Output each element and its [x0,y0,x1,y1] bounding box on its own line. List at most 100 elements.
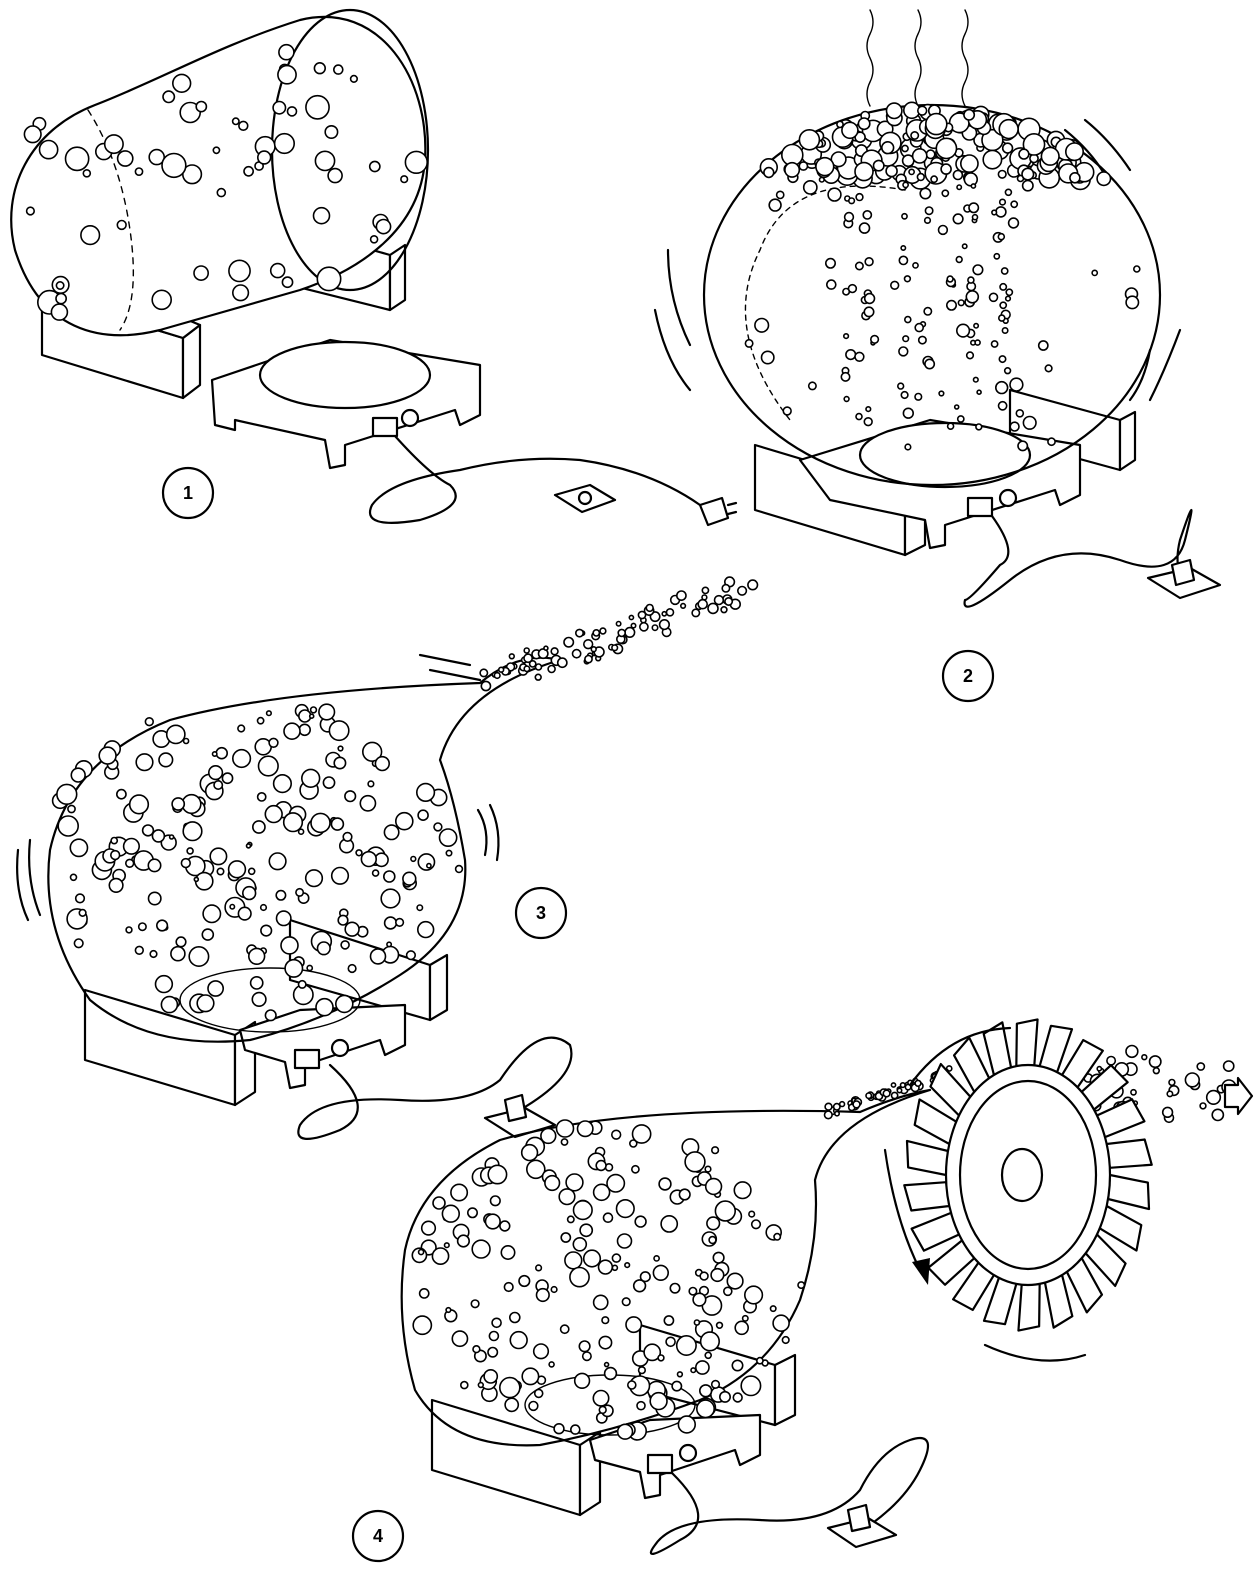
bubble [1011,201,1017,207]
bubble [1134,266,1140,272]
bubble [338,915,348,925]
bubble [825,1103,832,1110]
bubble [646,605,653,612]
bubble [798,1282,804,1288]
bubble [594,1295,608,1309]
bubble [273,102,285,114]
bubble [939,226,948,235]
bubble [612,1265,617,1270]
bubble [561,1139,567,1145]
bubble [596,1161,606,1171]
bubble [373,870,379,876]
bubble [856,194,863,201]
bubble [446,850,451,855]
bubble [271,264,285,278]
step-2-badge: 2 [943,651,993,701]
bubble [524,648,529,653]
bubble [957,185,961,189]
bubble [418,810,428,820]
bubble [701,1332,720,1351]
bubble [451,1184,467,1200]
bubble [427,864,431,868]
bubble [109,879,123,893]
bubble [278,66,296,84]
bubble [76,894,85,903]
bubble [375,757,389,771]
bubble [1023,417,1036,430]
bubble [628,1381,636,1389]
bubble [310,714,314,718]
bubble [384,871,395,882]
bubble [712,1147,719,1154]
bubble [998,171,1006,179]
bubble [1010,378,1023,391]
bubble [599,1260,613,1274]
bubble [432,1248,448,1264]
bubble [917,174,924,181]
bubble [51,304,67,320]
bubble [145,718,153,726]
bubble [926,150,934,158]
bubble [261,905,267,911]
bubble [903,408,913,418]
bubble [491,1196,501,1206]
bubble [762,351,774,363]
bubble [844,397,849,402]
bubble [735,1321,748,1334]
bubble [1167,1091,1172,1096]
bubble [712,1381,720,1389]
bubble [711,1269,724,1282]
bubble [489,1332,498,1341]
bubble [905,317,911,323]
bubble [111,838,117,844]
bubble [961,155,978,172]
bubble [575,1373,590,1388]
bubble [677,1336,696,1355]
bubble [484,1370,497,1383]
bubble [152,290,171,309]
bubble [422,1221,436,1235]
bubble [371,949,386,964]
bubble [584,640,593,649]
bubble [253,821,265,833]
bubble [296,889,303,896]
bubble [948,423,954,429]
bubble [536,1265,542,1271]
bubble [535,674,541,680]
bubble [1107,1057,1115,1065]
bubble [600,628,606,634]
bubble [208,981,223,996]
bubble [319,704,335,720]
bubble [500,1378,520,1398]
bubble [265,1010,276,1021]
wall-outlet [555,485,615,512]
bubble [625,1263,630,1268]
bubble [855,352,864,361]
bubble [559,1189,575,1205]
bubble [707,1217,720,1230]
bubble [173,74,191,92]
bubble [918,106,927,115]
bubble [230,905,234,909]
bubble [578,1121,593,1136]
bubble [915,394,922,401]
panel-2: 2 [655,10,1220,701]
panel-3: 3 [17,577,757,1139]
bubble [956,257,962,263]
bubble [558,658,567,667]
bubble [488,1165,506,1183]
bubble [835,1111,839,1115]
bubble [887,103,902,118]
bubble [488,1348,497,1357]
bubble [1212,1109,1223,1120]
bubble [925,218,931,224]
bubble [897,1088,901,1092]
bubble [244,167,253,176]
bubble [602,1317,609,1324]
bubble [953,171,962,180]
bubble [315,151,334,170]
bubble [913,263,918,268]
bubble [551,1287,557,1293]
bubble [328,169,342,183]
bubble [874,160,884,170]
